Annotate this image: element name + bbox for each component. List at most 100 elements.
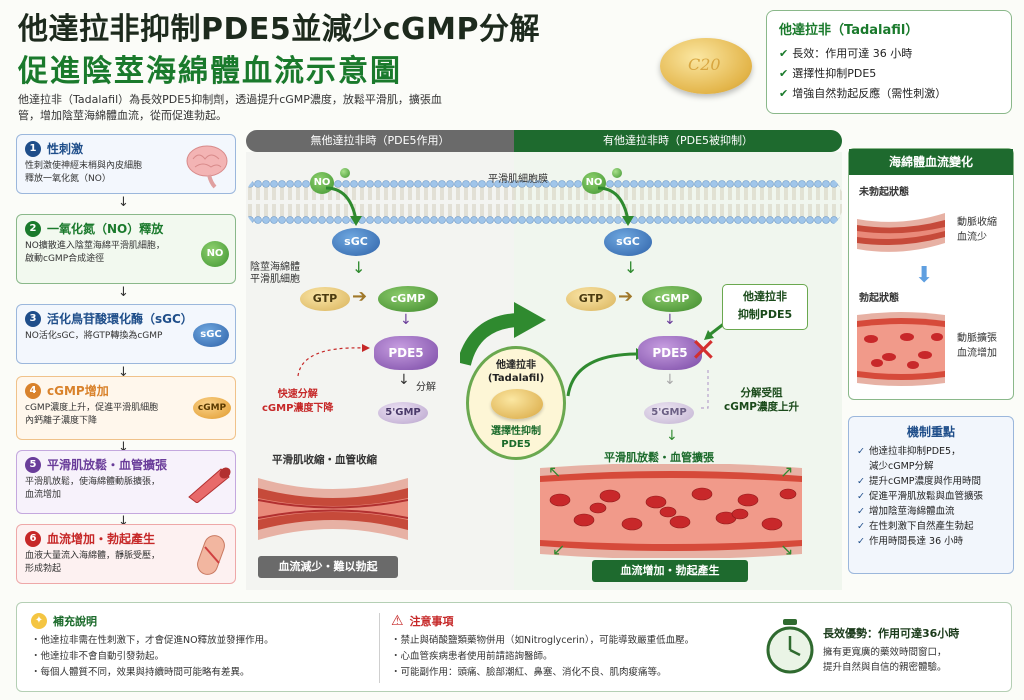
organ-icon (197, 535, 225, 575)
activation-arrow-icon (597, 186, 634, 226)
sgc-node-right: sGC (604, 228, 652, 256)
expand-arrow-icon: ↘ (780, 540, 794, 559)
no-molecule-icon: NO (201, 241, 229, 267)
mechanism-item: ✓他達拉非抑制PDE5， 減少cGMP分解 (857, 446, 961, 472)
notes-title: 補充說明 (53, 615, 97, 628)
after-state-desc: 動脈擴張 血流增加 (957, 333, 997, 359)
down-arrow-icon: ↓ (664, 372, 676, 388)
dilated-vessel-image (540, 464, 802, 558)
down-arrow-icon: ↓ (352, 258, 366, 277)
cell-label: 陰莖海綿體 平滑肌細胞 (250, 262, 300, 285)
before-state-title: 未勃起狀態 (859, 187, 909, 198)
check-icon: ✓ (857, 521, 865, 532)
expand-arrow-icon: ↖ (548, 462, 562, 481)
dashed-arrow-icon (698, 370, 709, 409)
mechanism-box: 機制重點 ✓他達拉非抑制PDE5， 減少cGMP分解 ✓提升cGMP濃度與作用時… (848, 416, 1014, 574)
mechanism-item: ✓促進平滑肌放鬆與血管擴張 (857, 491, 984, 502)
mechanism-item: ✓增加陰莖海綿體血流 (857, 506, 955, 517)
gmp5-node-right: 5'GMP (644, 402, 694, 424)
note-item: ・每個人體質不同，效果與持續時間可能略有差異。 (31, 667, 250, 678)
inhibit-arrow-icon (566, 348, 646, 397)
after-state-title: 勃起狀態 (859, 293, 899, 304)
blood-flow-change-box: 海綿體血流變化 未勃起狀態 動脈收縮 血流少 ⬇ 勃起狀態 動脈擴張 血流增加 (848, 148, 1014, 400)
check-icon: ✓ (857, 476, 865, 487)
down-arrow-icon: ↓ (400, 312, 412, 328)
expand-arrow-icon: ↙ (552, 540, 566, 559)
step-number: 2 (25, 220, 41, 237)
check-icon: ✔ (779, 47, 789, 60)
blood-vessel-icon (188, 467, 231, 503)
down-arrow-icon: ↓ (664, 312, 676, 328)
page-title-line1: 他達拉非抑制PDE5並減少cGMP分解 (18, 12, 541, 47)
big-green-arrow-icon (460, 302, 546, 366)
down-arrow-icon: ↓ (118, 365, 129, 380)
blood-flow-change-title: 海綿體血流變化 (849, 149, 1013, 175)
step-title: 平滑肌放鬆・血管擴張 (47, 458, 168, 472)
note-item: ・他達拉非需在性刺激下，才會促進NO釋放並發揮作用。 (31, 635, 274, 646)
left-result-label: 血流減少・難以勃起 (258, 556, 398, 578)
pill-icon (491, 389, 543, 419)
check-icon: ✔ (779, 87, 789, 100)
step-desc: 平滑肌放鬆，使海綿體動脈擴張， 血流增加 (25, 477, 161, 500)
mechanism-item: ✓作用時間長達 36 小時 (857, 536, 964, 547)
step-title: 性刺激 (47, 142, 84, 156)
cautions-title: 注意事項 (409, 615, 454, 628)
inhibit-pde5-label: 他達拉非 抑制PDE5 (722, 284, 808, 330)
cell-membrane (246, 176, 842, 228)
sgc-molecule-icon: sGC (193, 323, 229, 347)
advantage-section: 長效優勢：作用可達36小時 擁有更寬廣的藥效時間窗口， 提升自然與自信的親密體驗… (823, 625, 1009, 675)
mechanism-item: ✓在性刺激下自然產生勃起 (857, 521, 974, 532)
warning-icon: ⚠ (391, 613, 404, 629)
bottom-info-panel: ✦補充說明 ・他達拉非需在性刺激下，才會促進NO釋放並發揮作用。 ・他達拉非不會… (16, 602, 1012, 692)
tadalafil-subtitle: 選擇性抑制 PDE5 (491, 426, 541, 450)
step-desc: NO擴散進入陰莖海綿平滑肌細胞， 啟動cGMP合成途徑 (25, 241, 165, 264)
summary-item: ✔長效：作用可達 36 小時 (779, 47, 913, 60)
step-number: 3 (25, 310, 41, 327)
without-tadalafil-banner: 無他達拉非時（PDE5作用） (246, 130, 514, 152)
step-number: 1 (25, 140, 41, 157)
right-result-label: 血流增加・勃起產生 (592, 560, 748, 582)
before-state-desc: 動脈收縮 血流少 (957, 217, 997, 243)
summary-item: ✔增強自然勃起反應（需性刺激） (779, 87, 947, 100)
down-arrow-icon: ↓ (118, 195, 129, 210)
tadalafil-pill-image: C20 (660, 38, 752, 94)
fast-decompose-label: 快速分解 cGMP濃度下降 (262, 389, 334, 414)
lightbulb-icon: ✦ (31, 613, 47, 629)
caution-item: ・禁止與硝酸鹽類藥物併用（如Nitroglycerin），可能導致嚴重低血壓。 (391, 635, 695, 646)
check-icon: ✔ (779, 67, 789, 80)
decompose-label: 分解 (416, 382, 436, 393)
step-desc: cGMP濃度上升，促進平滑肌細胞 內鈣離子濃度下降 (25, 403, 159, 426)
advantage-title: 長效優勢：作用可達36小時 (823, 627, 960, 640)
pill-imprint: C20 (688, 55, 721, 74)
gmp5-node-left: 5'GMP (378, 402, 428, 424)
step-title: 活化鳥苷酸環化酶（sGC） (47, 312, 193, 326)
step-number: 6 (25, 530, 41, 547)
step-title: 血流增加・勃起產生 (47, 532, 156, 546)
expand-arrow-icon: ↗ (780, 462, 794, 481)
left-vessel-title: 平滑肌收縮・血管收縮 (272, 454, 377, 466)
with-tadalafil-banner: 有他達拉非時（PDE5被抑制） (514, 130, 842, 152)
right-arrow-icon: ➔ (352, 286, 368, 307)
cgmp-node-right: cGMP (642, 286, 702, 312)
activation-arrow-icon (325, 186, 362, 226)
summary-item: ✔選擇性抑制PDE5 (779, 67, 877, 80)
brain-icon (186, 145, 228, 189)
blocked-label: 分解受阻 cGMP濃度上升 (724, 387, 799, 413)
advantage-desc: 擁有更寬廣的藥效時間窗口， 提升自然與自信的親密體驗。 (823, 647, 947, 673)
down-arrow-icon: ↓ (666, 428, 678, 444)
pde5-node-left: PDE5 (374, 336, 438, 370)
right-arrow-icon: ➔ (618, 286, 634, 307)
divider (379, 613, 380, 683)
clock-icon (766, 619, 814, 674)
tadalafil-name: 他達拉非 (Tadalafil) (487, 360, 545, 384)
membrane-label: 平滑肌細胞膜 (488, 174, 548, 185)
check-icon: ✓ (857, 491, 865, 502)
right-vessel-title: 平滑肌放鬆・血管擴張 (604, 451, 714, 464)
caution-item: ・心血管疾病患者使用前請諮詢醫師。 (391, 651, 553, 662)
cgmp-molecule-icon: cGMP (193, 397, 231, 419)
